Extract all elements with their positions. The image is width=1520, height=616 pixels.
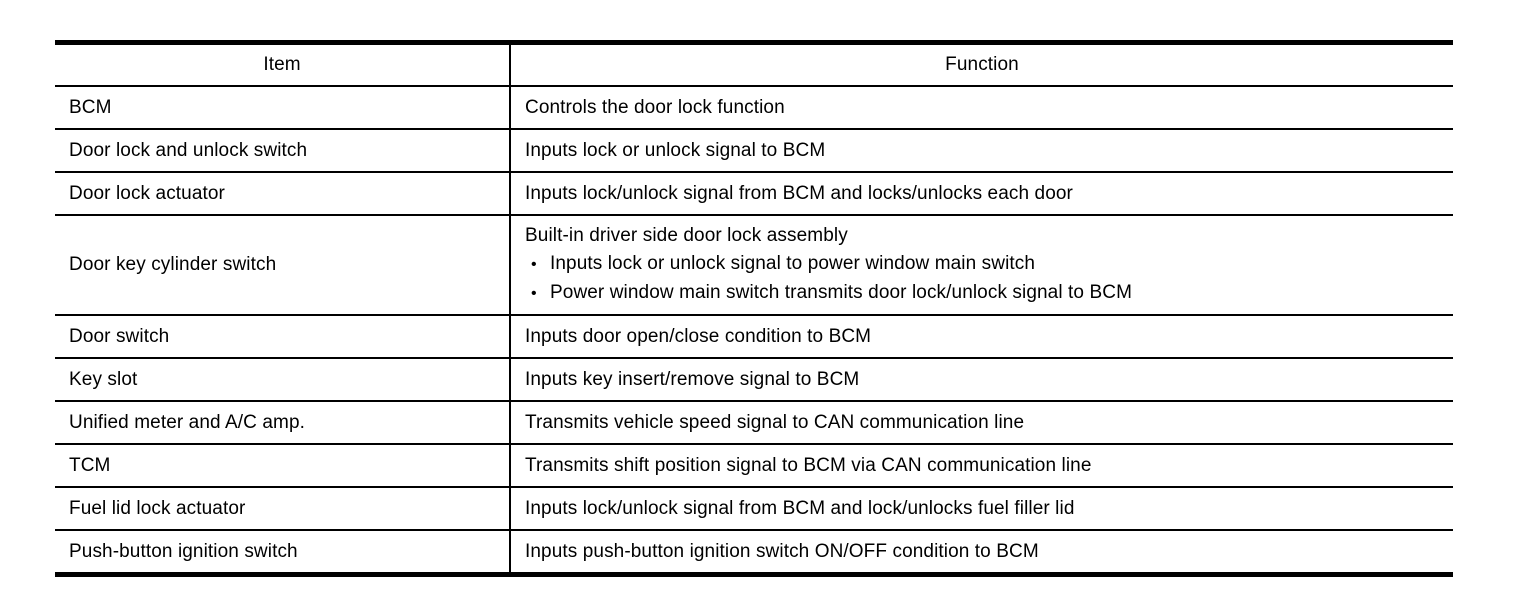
item-cell: Door key cylinder switch xyxy=(55,215,511,316)
function-cell: Controls the door lock function xyxy=(510,86,1453,130)
item-cell: Unified meter and A/C amp. xyxy=(55,401,511,445)
function-cell: Inputs lock/unlock signal from BCM and l… xyxy=(510,487,1453,531)
function-bullet-item: • Power window main switch transmits doo… xyxy=(525,279,1445,308)
function-cell: Inputs door open/close condition to BCM xyxy=(510,315,1453,359)
function-intro: Built-in driver side door lock assembly xyxy=(525,225,848,246)
bullet-text: Power window main switch transmits door … xyxy=(550,282,1132,303)
item-cell: BCM xyxy=(55,86,511,130)
function-cell: Inputs key insert/remove signal to BCM xyxy=(510,358,1453,402)
item-function-table: Item Function BCM Controls the door lock… xyxy=(55,40,1453,577)
item-cell: Door switch xyxy=(55,315,511,359)
table-row-door-switch: Door switch Inputs door open/close condi… xyxy=(55,315,1453,359)
table-row-door-lock-unlock-switch: Door lock and unlock switch Inputs lock … xyxy=(55,129,1453,173)
table-row-push-button-ignition-switch: Push-button ignition switch Inputs push-… xyxy=(55,530,1453,576)
bullet-text: Inputs lock or unlock signal to power wi… xyxy=(550,253,1036,274)
function-cell: Transmits shift position signal to BCM v… xyxy=(510,444,1453,488)
function-cell: Inputs push-button ignition switch ON/OF… xyxy=(510,530,1453,576)
function-cell: Transmits vehicle speed signal to CAN co… xyxy=(510,401,1453,445)
document-page: Item Function BCM Controls the door lock… xyxy=(55,40,1453,577)
item-cell: Key slot xyxy=(55,358,511,402)
bullet-icon: • xyxy=(531,256,537,273)
function-bullet-item: • Inputs lock or unlock signal to power … xyxy=(525,250,1445,279)
table-header-row: Item Function xyxy=(55,42,1453,87)
item-cell: Push-button ignition switch xyxy=(55,530,511,576)
column-header-function: Function xyxy=(510,42,1453,87)
column-header-item: Item xyxy=(55,42,511,87)
table-row-door-lock-actuator: Door lock actuator Inputs lock/unlock si… xyxy=(55,172,1453,216)
function-cell: Inputs lock/unlock signal from BCM and l… xyxy=(510,172,1453,216)
item-cell: Door lock actuator xyxy=(55,172,511,216)
item-cell: Door lock and unlock switch xyxy=(55,129,511,173)
table-row-unified-meter-ac-amp: Unified meter and A/C amp. Transmits veh… xyxy=(55,401,1453,445)
table-row-fuel-lid-lock-actuator: Fuel lid lock actuator Inputs lock/unloc… xyxy=(55,487,1453,531)
table-row-tcm: TCM Transmits shift position signal to B… xyxy=(55,444,1453,488)
item-cell: Fuel lid lock actuator xyxy=(55,487,511,531)
table-row-bcm: BCM Controls the door lock function xyxy=(55,86,1453,130)
bullet-icon: • xyxy=(531,285,537,302)
item-cell: TCM xyxy=(55,444,511,488)
function-cell: Inputs lock or unlock signal to BCM xyxy=(510,129,1453,173)
table-row-door-key-cylinder-switch: Door key cylinder switch Built-in driver… xyxy=(55,215,1453,316)
function-cell: Built-in driver side door lock assembly … xyxy=(510,215,1453,316)
table-row-key-slot: Key slot Inputs key insert/remove signal… xyxy=(55,358,1453,402)
